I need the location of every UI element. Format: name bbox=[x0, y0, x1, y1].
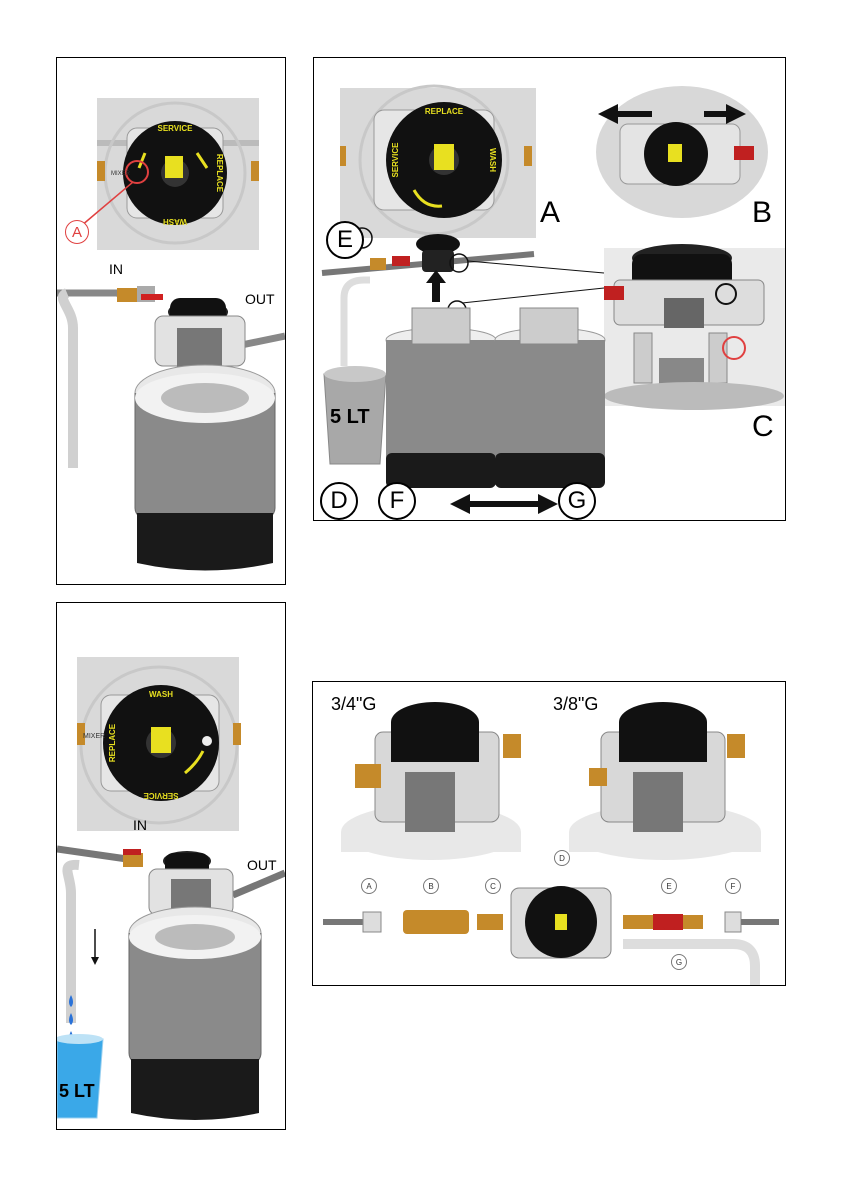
dial-label-top: WASH bbox=[149, 690, 173, 699]
panel1-illustration: SERVICE WASH REPLACE MIXER bbox=[57, 58, 285, 584]
panel-service-position: SERVICE WASH REPLACE MIXER A IN OUT bbox=[56, 57, 286, 585]
dial-label-right: REPLACE bbox=[215, 154, 224, 193]
valve-handle bbox=[141, 294, 163, 300]
bucket-label: 5 LT bbox=[330, 406, 370, 429]
dial-label-bottom: WASH bbox=[163, 217, 187, 226]
dial-label-bottom: SERVICE bbox=[143, 791, 179, 800]
panel-wash-position: WASH SERVICE REPLACE MIXER IN OUT 5 LT bbox=[56, 602, 286, 1130]
label-g: G bbox=[558, 482, 596, 520]
part-b: B bbox=[423, 878, 439, 894]
dial-label-top: SERVICE bbox=[158, 124, 194, 133]
size-left-label: 3/4"G bbox=[331, 694, 376, 715]
mixer-label: MIXER bbox=[83, 733, 105, 740]
size-right-label: 3/8"G bbox=[553, 694, 598, 715]
label-b: B bbox=[752, 196, 772, 230]
part-f: F bbox=[725, 878, 741, 894]
label-f: F bbox=[378, 482, 416, 520]
in-label: IN bbox=[109, 261, 123, 277]
in-label: IN bbox=[133, 817, 147, 833]
panel-connection-parts: 3/4"G 3/8"G A B C D E F G bbox=[312, 681, 786, 986]
out-label: OUT bbox=[245, 291, 275, 307]
part-a: A bbox=[361, 878, 377, 894]
bucket-label: 5 LT bbox=[59, 1081, 95, 1102]
mixer-side-label: MIXER bbox=[111, 171, 131, 177]
label-d: D bbox=[320, 482, 358, 520]
panel-cartridge-replacement: REPLACE SERVICE WASH A B C E D F G 5 LT bbox=[313, 57, 786, 521]
label-c: C bbox=[752, 410, 774, 444]
dial-label-top: REPLACE bbox=[425, 107, 464, 116]
marker-a: A bbox=[65, 220, 89, 244]
part-c: C bbox=[485, 878, 501, 894]
part-g: G bbox=[671, 954, 687, 970]
panel4-illustration bbox=[313, 682, 785, 985]
dial-label-left: REPLACE bbox=[108, 723, 117, 762]
dial-label-left: SERVICE bbox=[391, 142, 400, 178]
part-d: D bbox=[554, 850, 570, 866]
dial-label-right: WASH bbox=[488, 148, 497, 172]
out-label: OUT bbox=[247, 857, 277, 873]
label-e: E bbox=[326, 221, 364, 259]
panel2-illustration: REPLACE SERVICE WASH bbox=[314, 58, 785, 520]
label-a: A bbox=[540, 196, 560, 230]
part-e: E bbox=[661, 878, 677, 894]
